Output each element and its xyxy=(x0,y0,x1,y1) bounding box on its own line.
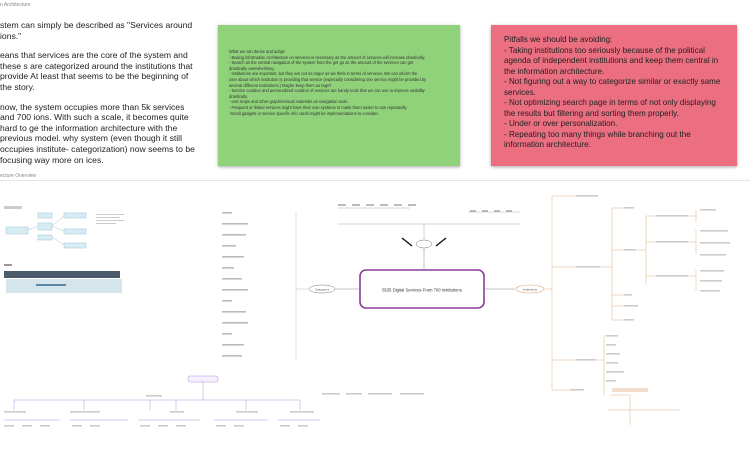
institutions-tree-labels xyxy=(570,195,730,392)
top-branch-labels xyxy=(338,204,512,212)
mini-toolbar xyxy=(4,264,122,293)
sticky-note-pitfalls[interactable]: Pitfalls we should be avoiding: - Taking… xyxy=(491,25,737,166)
note-line: - Institutions are important, but they a… xyxy=(229,71,418,77)
section-label-overview: ecture Overview xyxy=(0,173,37,179)
note-line: - Taking institutions too seriously beca… xyxy=(504,45,719,76)
mini-text-lines xyxy=(96,214,124,224)
section-divider xyxy=(0,180,750,181)
note-line: user about which institution is providin… xyxy=(229,76,427,82)
architecture-diagram: 5535 Digital Services From 700 Instituti… xyxy=(4,195,730,427)
note-line: - Service curation and personalized cura… xyxy=(229,88,425,94)
note-line: -Small gadgets or service specific info … xyxy=(229,110,379,116)
category-list xyxy=(222,212,248,357)
note-line: several different institutions.) Maybe k… xyxy=(229,82,332,88)
connector-arrows xyxy=(401,237,447,247)
note-line: Pitfalls we should be avoiding: xyxy=(504,35,613,44)
center-node-title: 5535 Digital Services From 700 Instituti… xyxy=(382,288,462,293)
section-label-architecture: n Architecture xyxy=(0,2,31,8)
bottom-tree-labels xyxy=(4,393,424,427)
bottom-tree xyxy=(4,375,320,421)
note-line: - Basing information Architecture on ser… xyxy=(229,54,426,60)
note-line: drastically. xyxy=(229,93,249,99)
mini-flow-diagram xyxy=(4,206,87,249)
note-line: What we can derive and adopt: xyxy=(229,49,286,54)
note-line: - Not optimizing search page in terms of… xyxy=(504,98,716,118)
top-hub-node[interactable] xyxy=(415,239,433,249)
note-line: drastically overwhelming. xyxy=(229,65,275,71)
note-line: - Under or over personalization. xyxy=(504,119,618,128)
sticky-note-adopt[interactable]: What we can derive and adopt: - Basing i… xyxy=(218,25,460,166)
intro-paragraph: eans that services are the core of the s… xyxy=(0,50,193,92)
intro-text: stem can simply be described as "Service… xyxy=(0,20,200,174)
categories-node-label: Categories xyxy=(315,287,330,291)
note-line: - Use maps and other graphic/visual mate… xyxy=(229,99,349,105)
intro-paragraph: stem can simply be described as "Service… xyxy=(0,20,193,41)
institutions-node-label: Institutions xyxy=(523,287,538,291)
note-line: - Frequent or linked services might have… xyxy=(229,104,408,110)
note-line: - Search as the central navigation of th… xyxy=(229,60,414,66)
institutions-tree xyxy=(544,195,697,425)
note-line: - Repeating too many things while branch… xyxy=(504,129,691,150)
note-line: - Not figuring out a way to categorize s… xyxy=(504,77,721,97)
intro-paragraph: now, the system occupies more than 5k se… xyxy=(0,101,195,165)
